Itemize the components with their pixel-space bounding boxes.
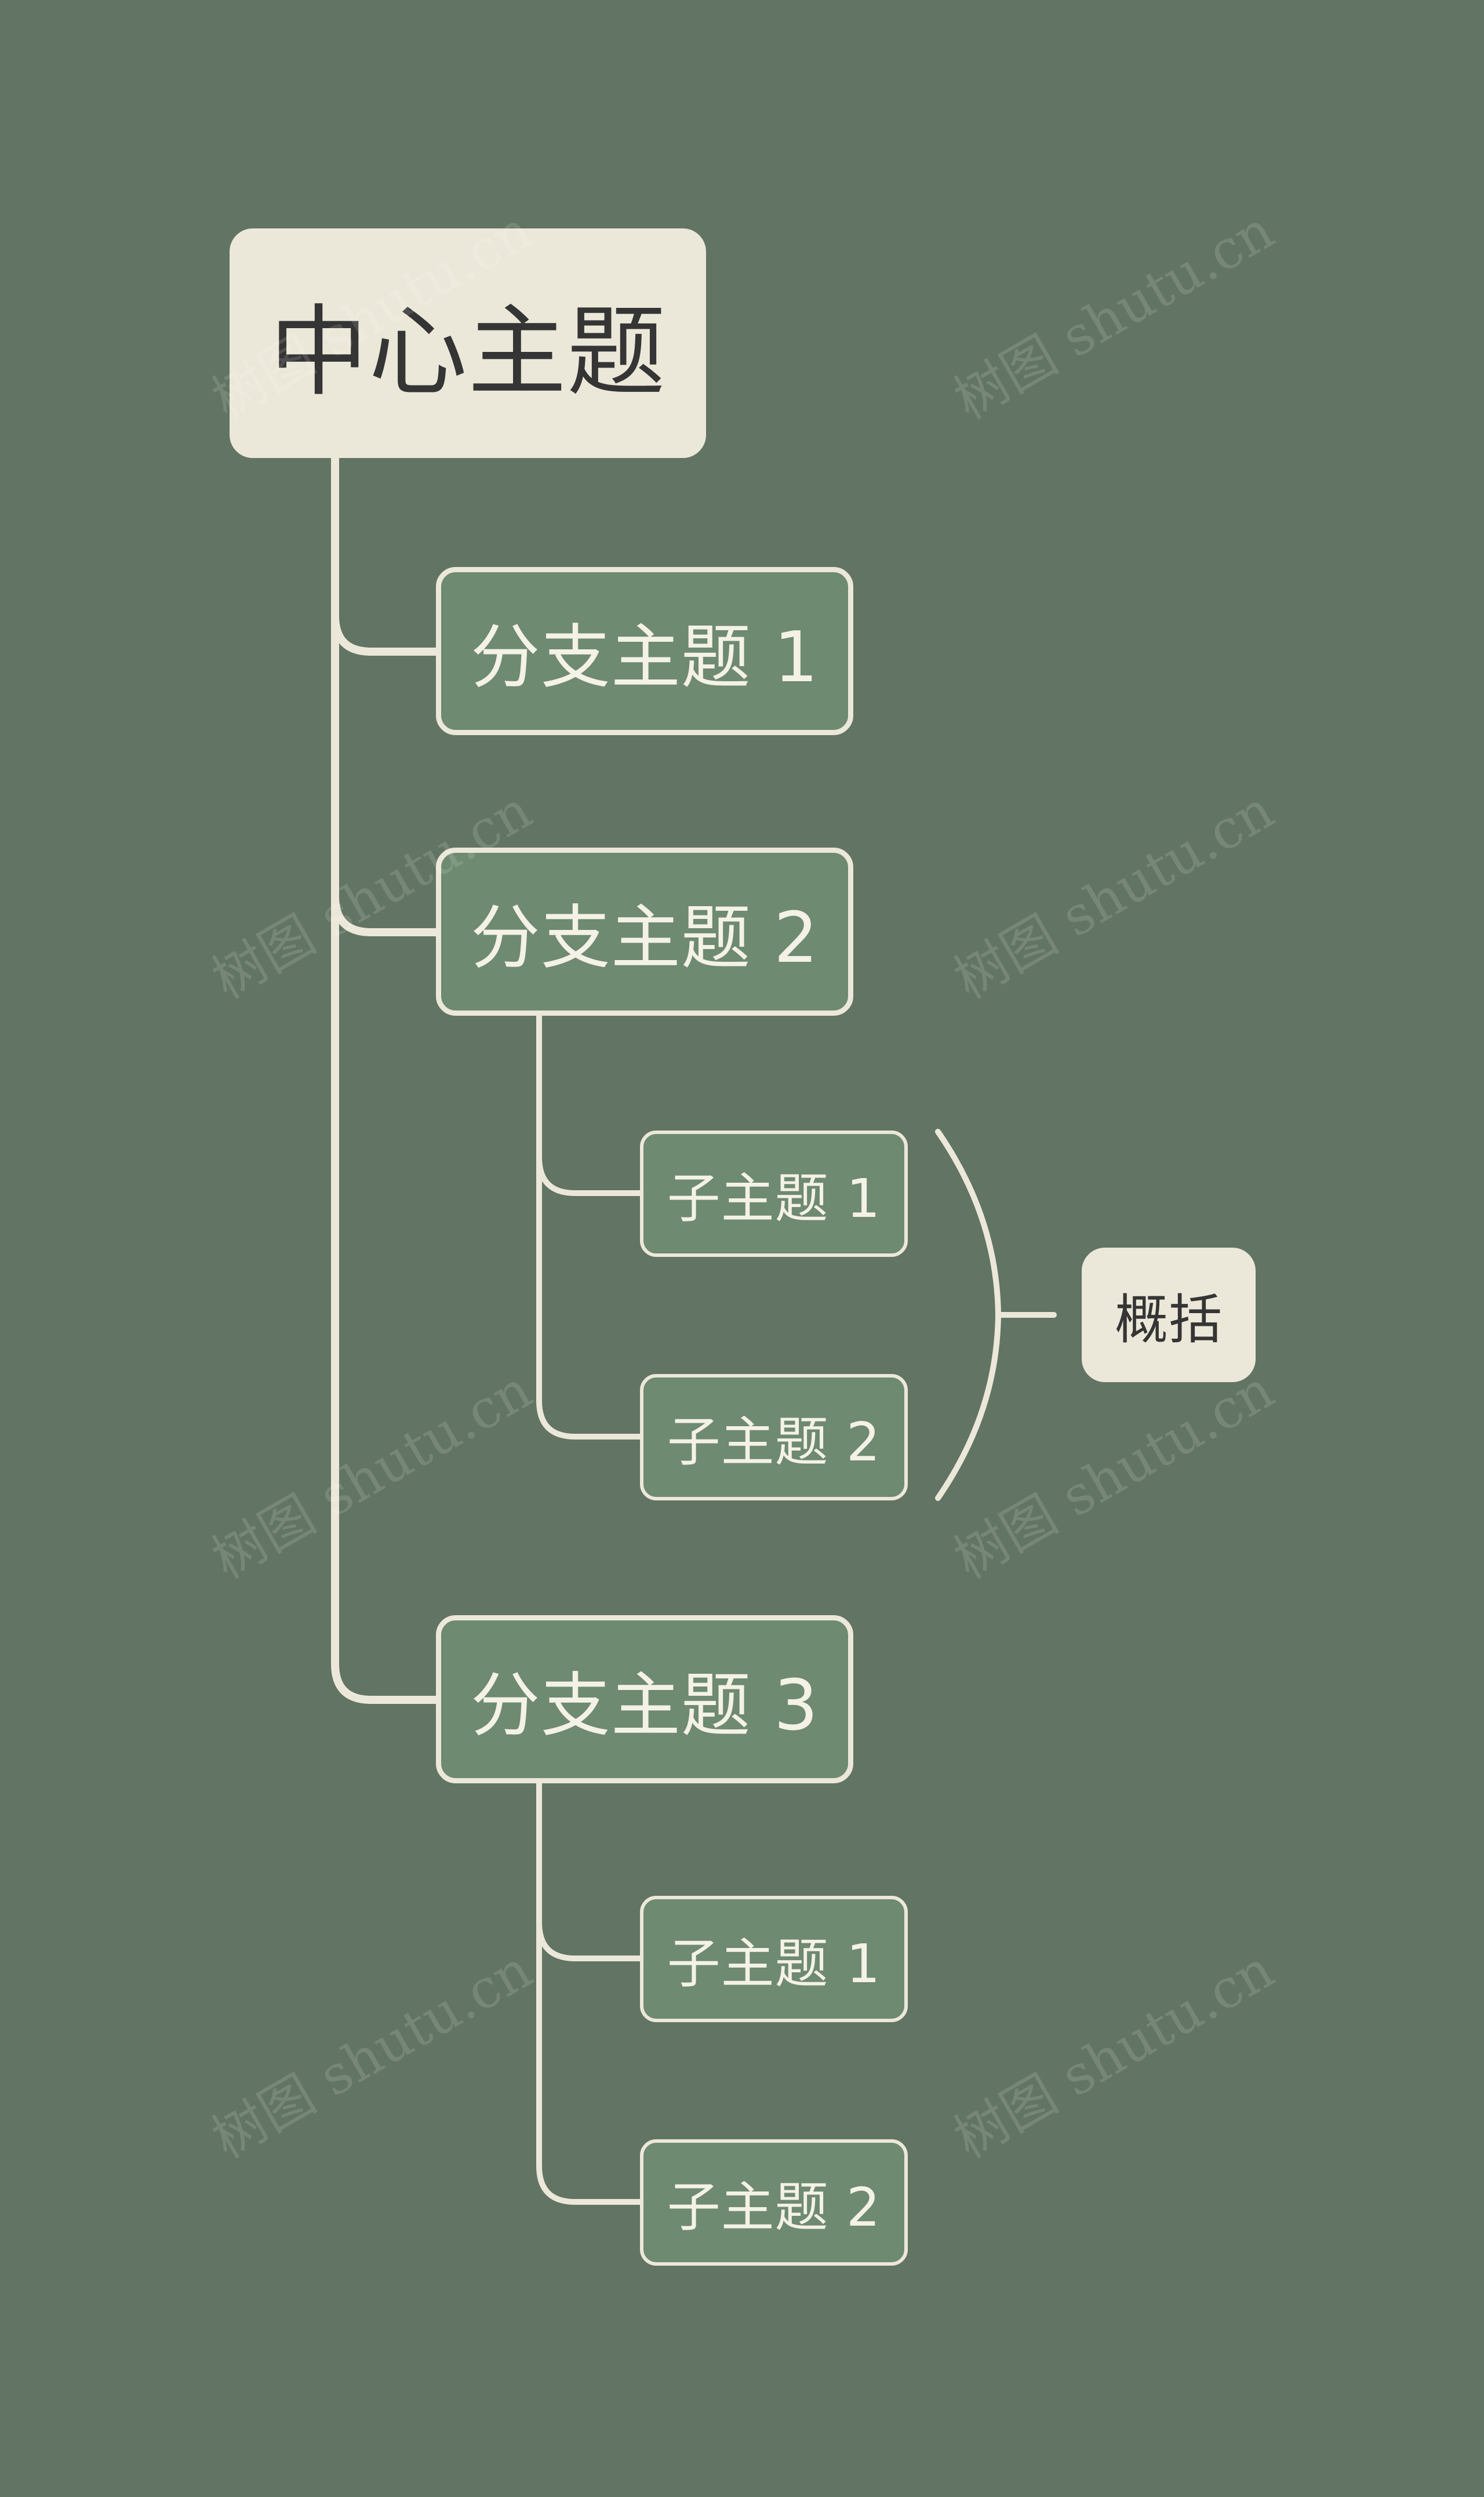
central-topic[interactable]: 中心主题 bbox=[230, 228, 706, 458]
summary-label: 概括 bbox=[1114, 1288, 1223, 1351]
connector-sub-3-2 bbox=[536, 1920, 644, 2205]
branch-topic-label: 分支主题 2 bbox=[470, 898, 819, 979]
subtopic-2-1[interactable]: 子主题 1 bbox=[640, 1131, 908, 1257]
connector-branch-2 bbox=[331, 612, 440, 936]
connector-sub-3-1 bbox=[536, 1780, 644, 1961]
central-topic-label: 中心主题 bbox=[269, 295, 666, 410]
subtopic-3-2[interactable]: 子主题 2 bbox=[640, 2139, 908, 2266]
connector-branch-1 bbox=[331, 454, 440, 656]
connector-sub-2-2 bbox=[536, 1154, 644, 1440]
subtopic-label: 子主题 2 bbox=[667, 1411, 881, 1473]
branch-topic-label: 分支主题 1 bbox=[470, 617, 819, 698]
branch-topic-3[interactable]: 分支主题 3 bbox=[436, 1615, 853, 1783]
branch-topic-label: 分支主题 3 bbox=[470, 1666, 819, 1746]
branch-topic-2[interactable]: 分支主题 2 bbox=[436, 848, 853, 1016]
subtopic-label: 子主题 2 bbox=[667, 2176, 881, 2238]
summary-bracket bbox=[935, 1129, 1002, 1501]
branch-topic-1[interactable]: 分支主题 1 bbox=[436, 567, 853, 735]
summary-topic[interactable]: 概括 bbox=[1082, 1248, 1256, 1382]
subtopic-2-2[interactable]: 子主题 2 bbox=[640, 1374, 908, 1500]
connector-sub-2-1 bbox=[536, 1013, 644, 1196]
subtopic-3-1[interactable]: 子主题 1 bbox=[640, 1896, 908, 2022]
subtopic-label: 子主题 1 bbox=[667, 1167, 881, 1230]
subtopic-label: 子主题 1 bbox=[667, 1932, 881, 1995]
connector-branch-3 bbox=[331, 892, 440, 1704]
